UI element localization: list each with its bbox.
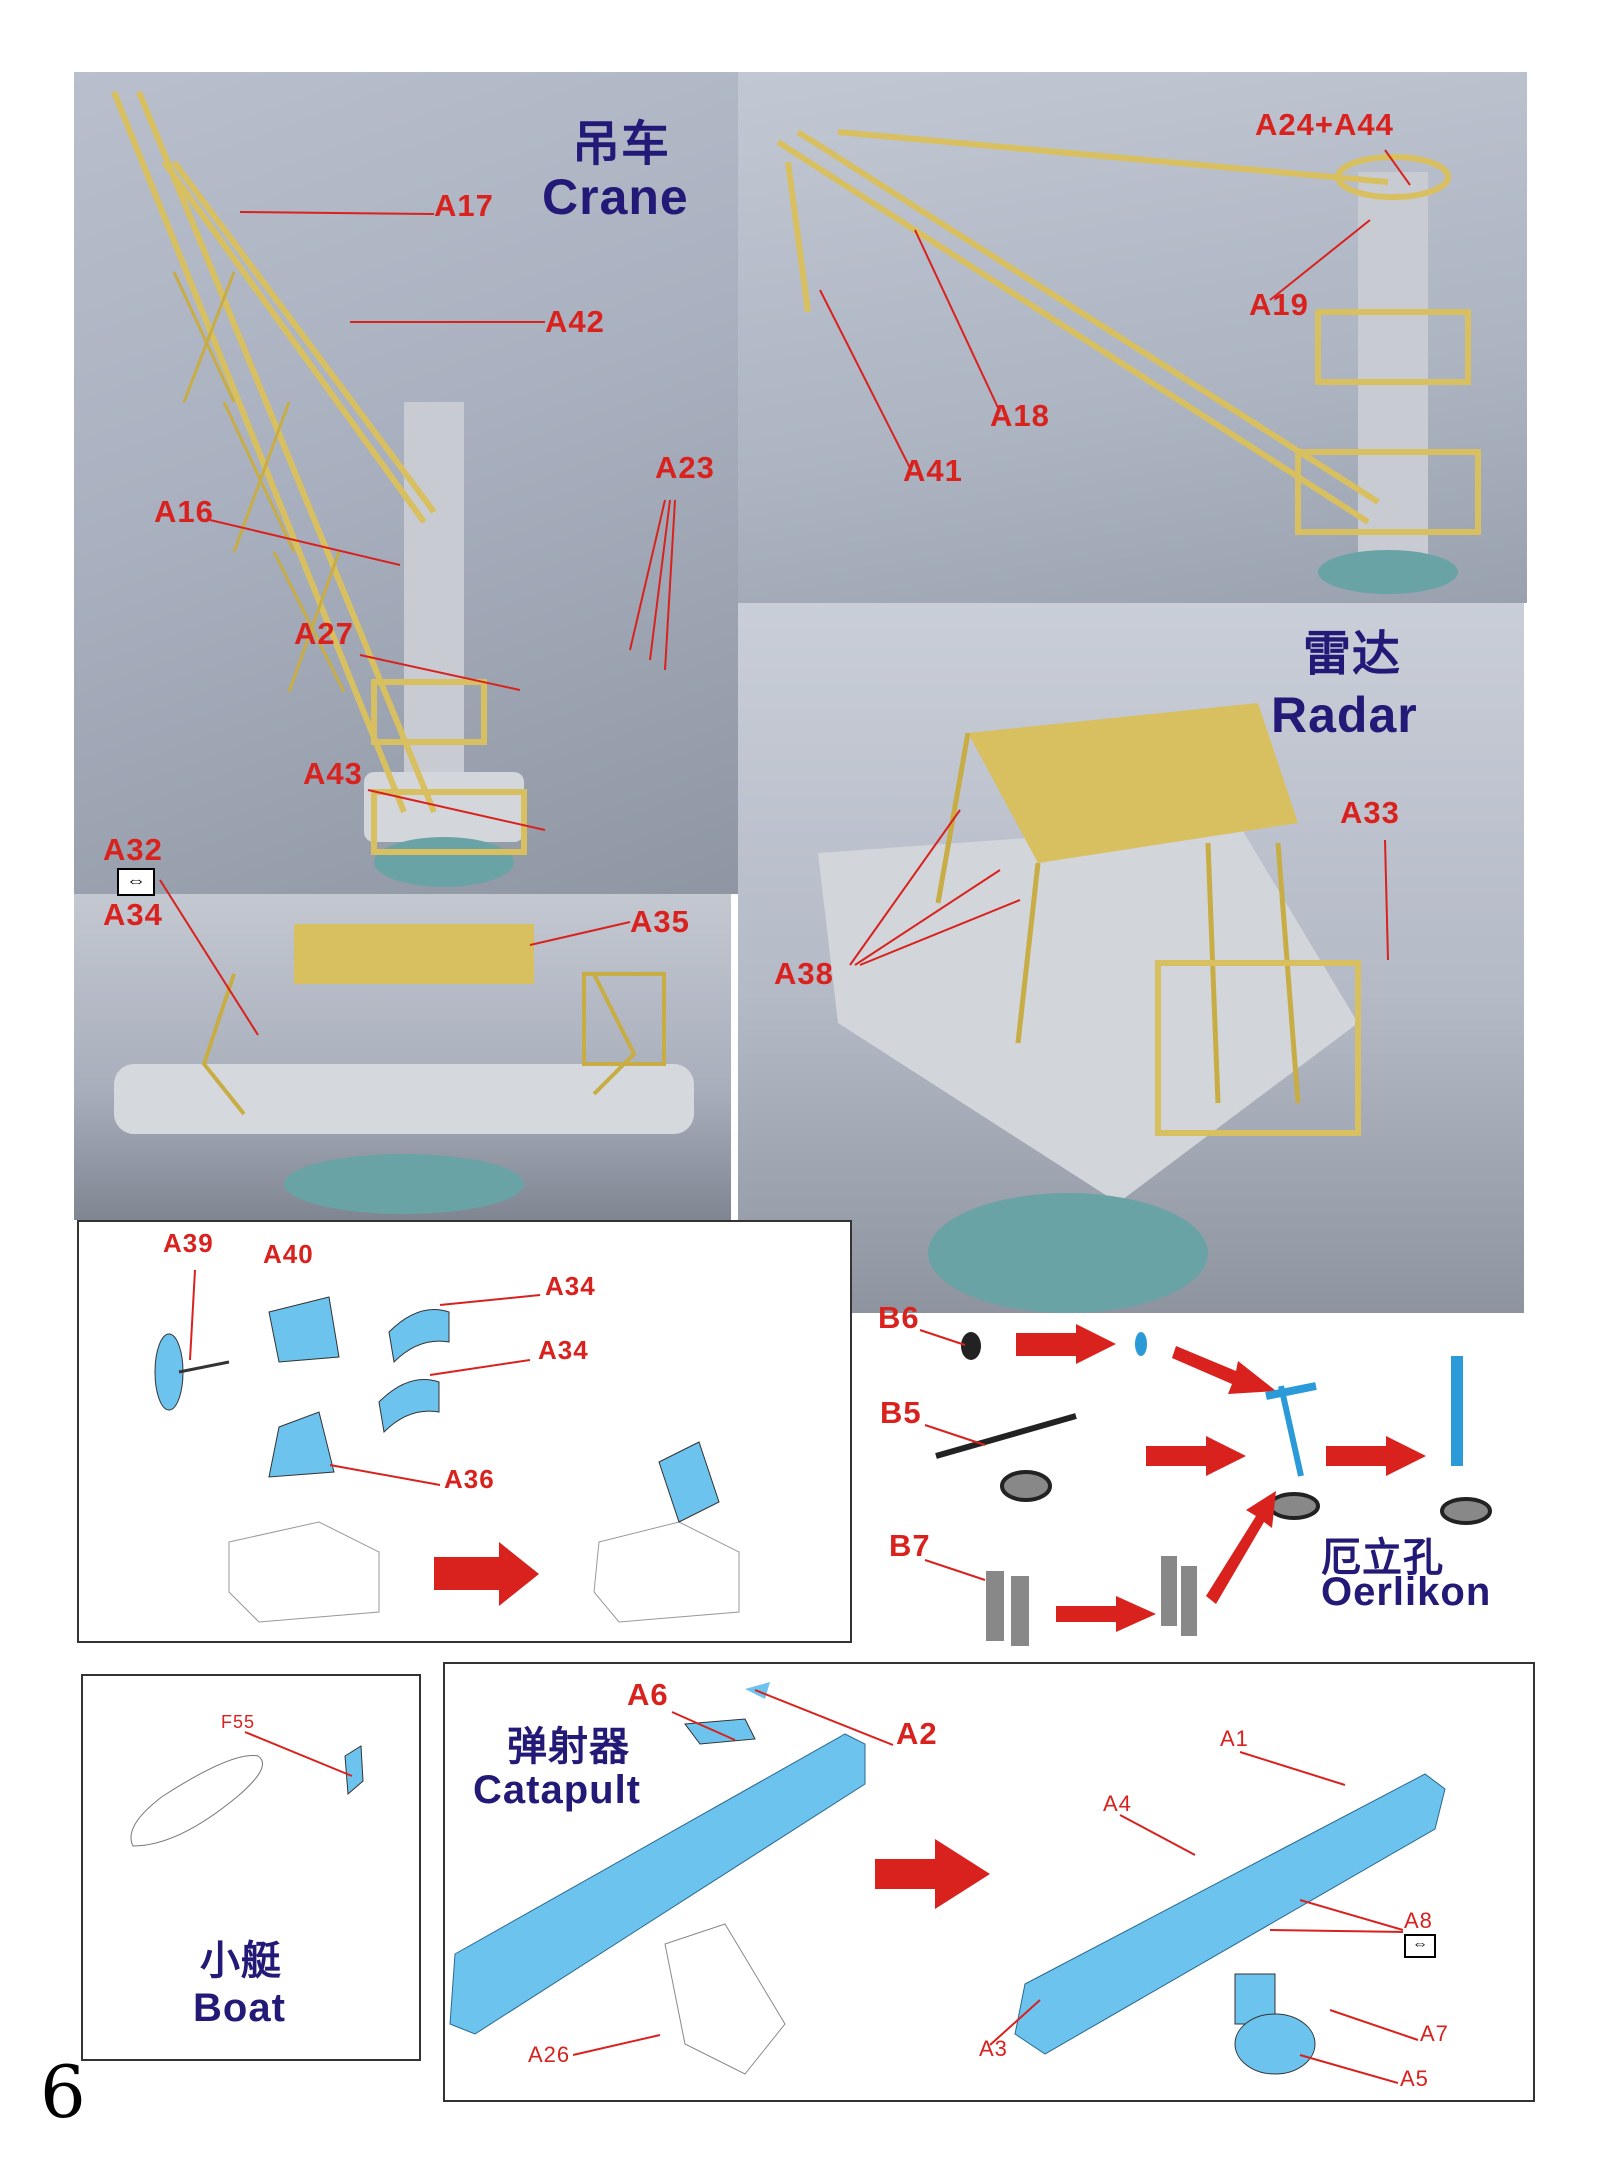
part-label: A36: [444, 1464, 495, 1494]
boat-title-en: Boat: [193, 1986, 286, 2030]
crane-photo-side: [738, 72, 1527, 603]
part-label: A33: [1340, 795, 1400, 830]
part-label: A1: [1220, 1726, 1249, 1751]
oerlikon-assembly-diagram: [935, 1324, 1492, 1646]
part-label: A17: [434, 188, 494, 223]
crane-model-illustration: [776, 129, 1481, 594]
radar-parts-drawing: [154, 1296, 740, 1623]
boat-title-zh: 小艇: [200, 1939, 282, 1983]
catapult-diagram-box: [443, 1662, 1535, 2102]
radar-model-illustration: [114, 924, 694, 1214]
crane-photo-front: [74, 72, 738, 894]
radar-title-zh: 雷达: [1303, 628, 1402, 681]
part-label: A32: [103, 832, 163, 867]
part-label: A41: [903, 453, 963, 488]
crane-title-zh: 吊车: [572, 118, 671, 171]
part-label: A16: [154, 494, 214, 529]
part-label: A27: [294, 616, 354, 651]
radar-photo-small: [74, 894, 731, 1220]
part-label: A34: [103, 897, 163, 932]
swap-arrows-icon: ⇔: [1404, 1934, 1436, 1958]
catapult-drawing: [449, 1682, 1446, 2075]
crane-title-en: Crane: [542, 169, 689, 225]
part-label: A18: [990, 398, 1050, 433]
part-label: A34: [538, 1335, 589, 1365]
part-label: F55: [221, 1712, 256, 1732]
part-label: A2: [896, 1716, 938, 1751]
part-label: A38: [774, 956, 834, 991]
radar-title-en: Radar: [1271, 687, 1418, 743]
boat-drawing: [130, 1745, 364, 1847]
part-label: A5: [1400, 2066, 1429, 2091]
part-label: A19: [1249, 287, 1309, 322]
swap-arrows-icon: ⇔: [117, 868, 155, 896]
part-label: A23: [655, 450, 715, 485]
part-label: A34: [545, 1271, 596, 1301]
part-label: A26: [528, 2042, 571, 2067]
crane-model-illustration: [111, 90, 527, 887]
page-number: 6: [40, 2050, 86, 2134]
part-label: A39: [163, 1228, 214, 1258]
part-label: A7: [1420, 2021, 1449, 2046]
catapult-title-zh: 弹射器: [507, 1725, 630, 1769]
part-label: B7: [889, 1528, 931, 1563]
oerlikon-title-en: Oerlikon: [1321, 1570, 1492, 1614]
part-label: A6: [627, 1677, 669, 1712]
part-label: A35: [630, 904, 690, 939]
part-label: A43: [303, 756, 363, 791]
part-label: A3: [979, 2036, 1008, 2061]
part-label: A40: [263, 1239, 314, 1269]
oerlikon-title-zh: 厄立孔: [1321, 1536, 1444, 1580]
catapult-title-en: Catapult: [473, 1768, 641, 1812]
part-label: A42: [545, 304, 605, 339]
part-label: B5: [880, 1395, 922, 1430]
part-label: A8: [1404, 1908, 1433, 1933]
part-label: A24+A44: [1255, 107, 1394, 142]
radar-assembly-diagram: [77, 1220, 852, 1643]
part-label: A4: [1103, 1791, 1132, 1816]
part-label: B6: [878, 1300, 920, 1335]
